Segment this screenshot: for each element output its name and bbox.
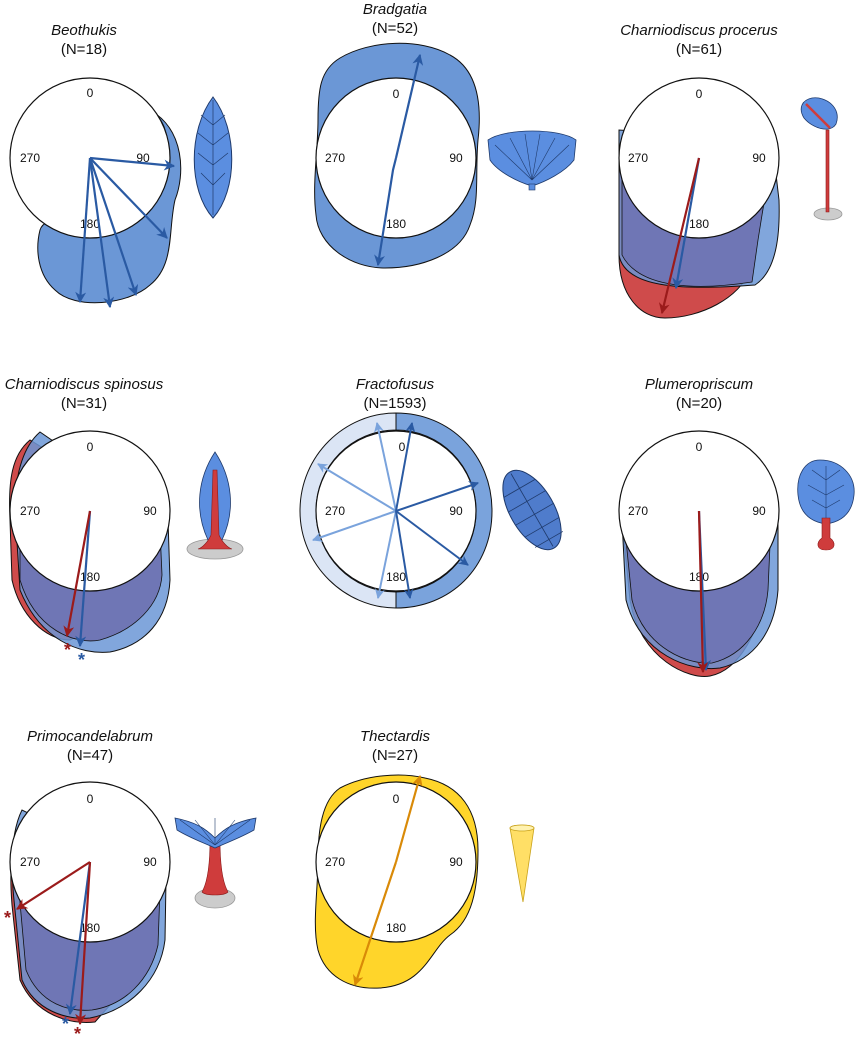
axis-label-west: 270 [628,504,648,518]
panel-thectardis: Thectardis (N=27) 0 90 180 270 [314,728,535,989]
mean-vector-arrow [395,481,479,512]
mean-vector-arrow [395,510,414,599]
axis-label-west: 270 [20,855,40,869]
mean-vector-arrow [88,157,115,309]
panel-charniodiscus-procerus: Charniodiscus procerus (N=61) 0 90 180 2… [618,22,843,319]
mean-vector-arrow [374,510,397,599]
feather-frond-icon [797,459,855,551]
axis-label-east: 90 [143,855,157,869]
axis-label-north: 0 [399,440,406,454]
axis-label-west: 270 [325,504,345,518]
axis-label-east: 90 [449,855,463,869]
stalked-frond-icon [800,97,843,221]
significance-marker: * [64,640,71,660]
axis-label-north: 0 [696,440,703,454]
sample-count: (N=20) [676,395,722,412]
axis-label-south: 180 [80,570,100,584]
axis-label-north: 0 [393,87,400,101]
panel-charniodiscus-spinosus: Charniodiscus spinosus (N=31) 0 90 180 2… [5,376,244,670]
mean-vector-arrow [75,157,92,304]
sample-count: (N=61) [676,41,722,58]
mean-vector-arrow [697,510,709,674]
axis-label-west: 270 [20,504,40,518]
axis-label-south: 180 [386,217,406,231]
axis-label-west: 270 [325,151,345,165]
axis-label-south: 180 [386,570,406,584]
mean-vector-arrow [395,422,416,512]
mean-vector-arrow [374,422,397,512]
axis-label-south: 180 [386,921,406,935]
mean-vector-arrow [75,510,92,648]
axis-label-north: 0 [87,86,94,100]
significance-marker: * [4,908,11,928]
species-name: Charniodiscus spinosus [5,376,164,393]
spindle-frond-icon [502,469,564,551]
axis-label-north: 0 [87,792,94,806]
axis-label-west: 270 [628,151,648,165]
candelabrum-frond-icon [174,817,257,909]
mean-vector-arrow [88,157,139,297]
significance-marker: * [74,1024,81,1040]
panel-plumeropriscum: Plumeropriscum (N=20) 0 90 180 270 [618,376,855,677]
axis-label-west: 270 [325,855,345,869]
mean-vector-arrow [65,861,92,1016]
mean-vector-arrow [395,510,469,566]
mean-vector-arrow [317,463,397,512]
spinosus-frond-icon [186,451,244,560]
panel-beothukis: Beothukis (N=18) 0 90 180 270 [9,22,233,309]
axis-label-south: 180 [689,570,709,584]
sample-count: (N=47) [67,747,113,764]
sample-count: (N=1593) [364,395,427,412]
species-name: Fractofusus [356,376,435,393]
cone-icon [509,824,535,903]
species-name: Plumeropriscum [645,376,753,393]
axis-label-north: 0 [393,792,400,806]
species-name: Primocandelabrum [27,728,153,745]
mean-vector-arrow [89,157,168,239]
mean-vector-arrow [63,510,92,638]
panel-fractofusus: Fractofusus (N=1593) 0 90 180 270 [299,376,564,609]
leaf-frond-icon [193,96,233,219]
sample-count: (N=52) [372,20,418,37]
bush-frond-icon [487,130,577,191]
species-name: Bradgatia [363,1,427,18]
axis-label-east: 90 [449,151,463,165]
significance-marker: * [62,1014,69,1034]
axis-label-east: 90 [752,151,766,165]
mean-vector-arrow [75,861,92,1026]
mean-vector-arrow [394,53,424,159]
species-name: Thectardis [360,728,431,745]
mean-vector-arrow [312,510,397,542]
axis-label-north: 0 [696,87,703,101]
mean-vector-arrow [658,157,701,315]
panel-bradgatia: Bradgatia (N=52) 0 90 180 270 [314,1,577,269]
sample-count: (N=18) [61,41,107,58]
axis-label-east: 90 [143,504,157,518]
panel-primocandelabrum: Primocandelabrum (N=47) 0 90 180 270 * *… [4,728,257,1040]
axis-label-east: 90 [136,151,150,165]
axis-label-west: 270 [20,151,40,165]
axis-label-south: 180 [689,217,709,231]
mean-vector-arrow [374,157,398,267]
species-name: Beothukis [51,22,117,39]
axis-label-north: 0 [87,440,94,454]
sample-count: (N=31) [61,395,107,412]
mean-vector-arrow [672,157,701,290]
axis-label-east: 90 [752,504,766,518]
mean-vector-arrow [394,774,423,863]
axis-label-east: 90 [449,504,463,518]
significance-marker: * [78,650,85,670]
species-name: Charniodiscus procerus [620,22,778,39]
sample-count: (N=27) [372,747,418,764]
mean-vector-arrow [16,861,91,910]
mean-vector-arrow [352,861,398,987]
mean-vector-arrow [89,156,176,171]
